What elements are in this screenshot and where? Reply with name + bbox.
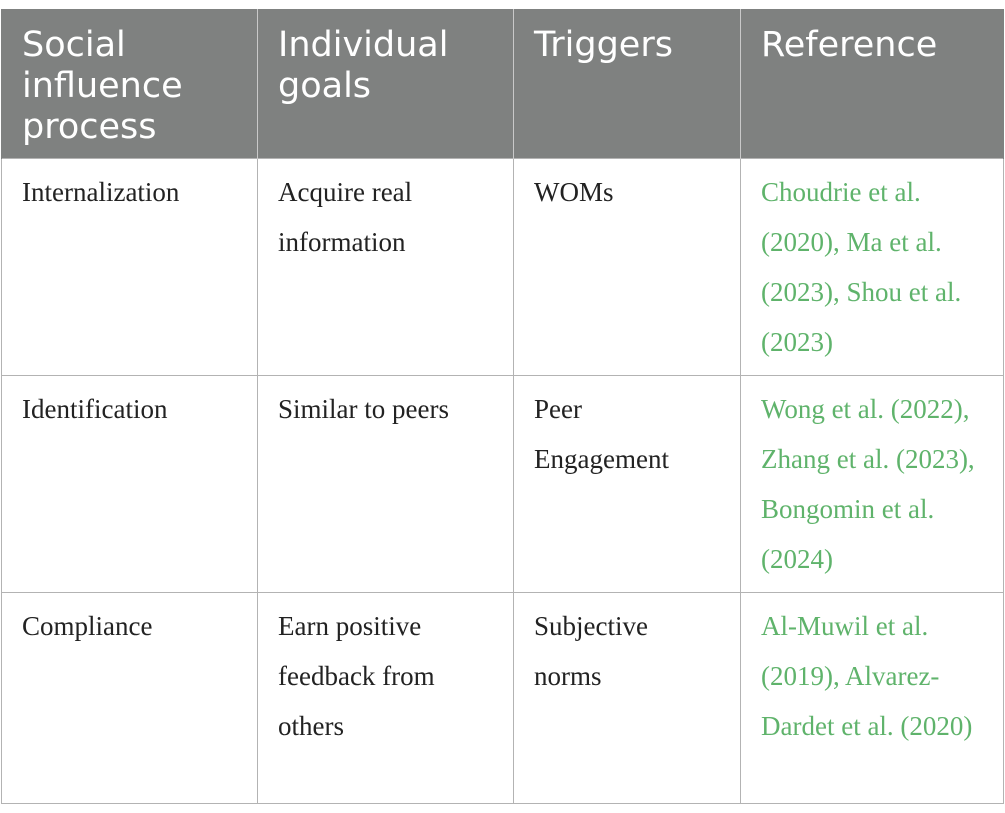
cell-goal: Similar to peers [257,375,514,593]
cell-reference-link[interactable]: Choudrie et al. (2020), Ma et al. (2023)… [740,158,1004,376]
header-reference: Reference [740,9,1004,159]
table-header: Social influence process Individual goal… [1,9,1004,159]
cell-goal: Earn positive feedback from others [257,592,514,804]
header-row: Social influence process Individual goal… [1,9,1004,159]
table-row: Internalization Acquire real information… [1,158,1004,376]
table-row: Identification Similar to peers Peer Eng… [1,375,1004,593]
cell-process: Internalization [1,158,258,376]
cell-trigger: Peer Engagement [513,375,741,593]
cell-trigger: Subjective norms [513,592,741,804]
cell-process: Identification [1,375,258,593]
cell-reference-link[interactable]: Al-Muwil et al. (2019), Alvarez-Dardet e… [740,592,1004,804]
header-triggers: Triggers [513,9,741,159]
cell-goal: Acquire real information [257,158,514,376]
header-individual-goals: Individual goals [257,9,514,159]
cell-process: Compliance [1,592,258,804]
table-body: Internalization Acquire real information… [1,158,1004,804]
cell-trigger: WOMs [513,158,741,376]
table-row: Compliance Earn positive feedback from o… [1,592,1004,804]
header-social-influence-process: Social influence process [1,9,258,159]
cell-reference-link[interactable]: Wong et al. (2022), Zhang et al. (2023),… [740,375,1004,593]
social-influence-table: Social influence process Individual goal… [1,9,1004,804]
